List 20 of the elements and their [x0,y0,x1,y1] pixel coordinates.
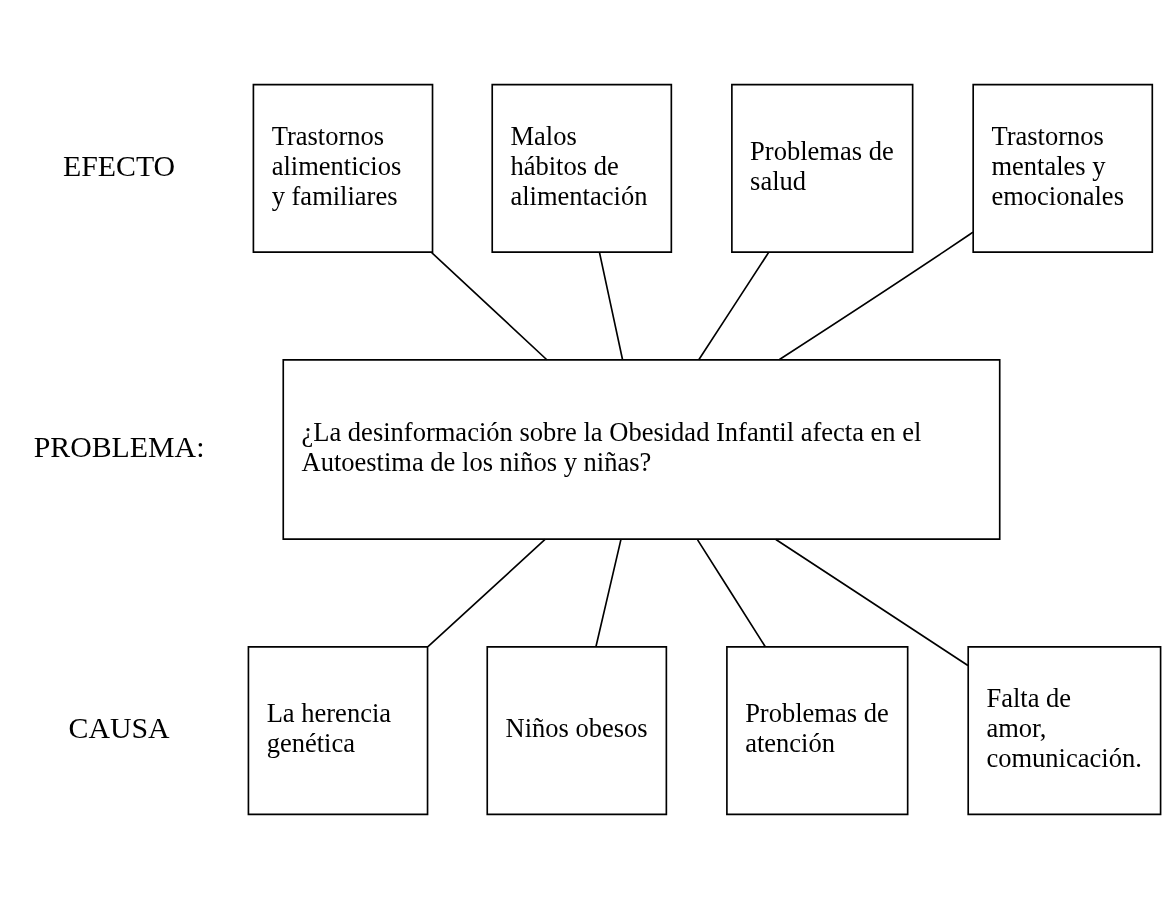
node-box: Malos hábitos de alimentación [491,83,673,253]
connector [696,538,767,648]
label: EFECTO [62,148,176,182]
node-box: Problemas de atención [726,645,909,815]
node-box: ¿La desinformación sobre la Obesidad Infantil afecta en el Autoestima de los niños y niñas? [282,358,1001,540]
node-box: Niños obesos [486,645,668,815]
connector [775,538,969,666]
connector [697,251,770,361]
node-box: Trastornos alimenticios y familiares [252,83,434,253]
connector [430,251,548,361]
label: CAUSA [68,710,170,744]
node-box: Problemas de salud [731,83,914,253]
node-box: La herencia genética [247,645,429,815]
node-box: Trastornos mentales y emocionales [972,83,1154,253]
node-box: Falta de amor, comunicación. [967,645,1162,815]
connector [598,251,624,361]
label: PROBLEMA: [33,429,205,463]
connector [778,230,974,360]
connector [427,538,546,647]
connector [595,538,622,648]
